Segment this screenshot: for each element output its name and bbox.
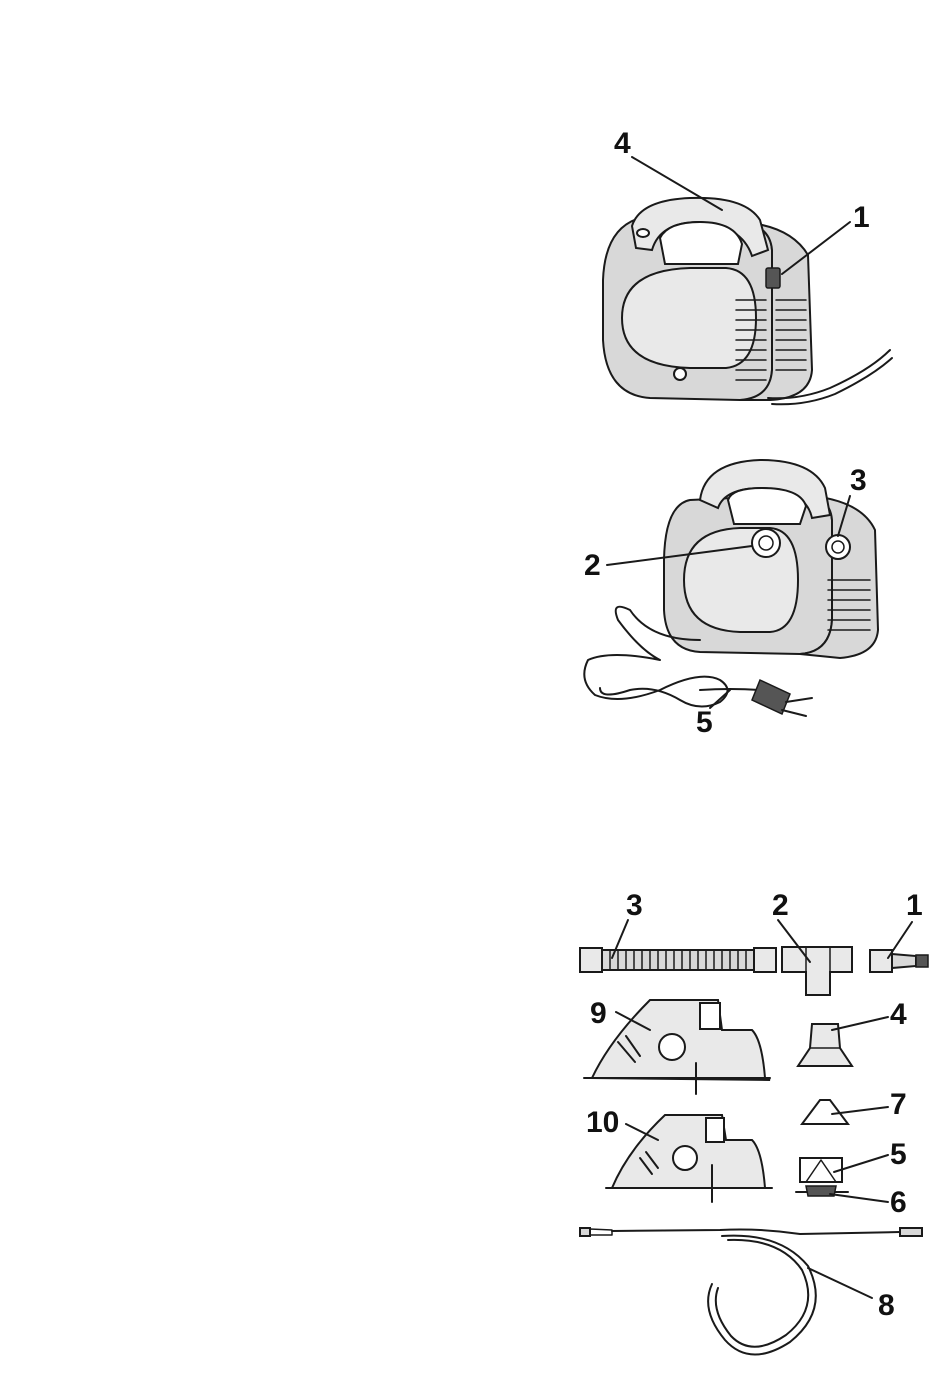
callout-air-tubing: 8 <box>878 1289 895 1322</box>
air-tubing <box>580 1228 922 1355</box>
mouthpiece <box>870 950 928 972</box>
accessories-figure: 3 2 1 9 4 10 7 5 6 8 <box>580 889 928 1355</box>
nebulizer-cup <box>798 1024 852 1066</box>
callout-handle: 4 <box>614 127 631 160</box>
filter-cover <box>826 535 850 559</box>
callout-mouthpiece: 1 <box>906 889 923 922</box>
callout-nebulizer-cup: 4 <box>890 998 907 1031</box>
callout-nebulizer-insert: 5 <box>890 1138 907 1171</box>
compressor-front-view: 2 3 5 <box>584 460 878 739</box>
callout-air-outlet: 2 <box>584 549 601 582</box>
callout-power-switch: 1 <box>853 201 870 234</box>
nebulizer-insert <box>800 1158 842 1182</box>
callout-nebulizer-base: 6 <box>890 1186 907 1219</box>
callout-filter: 3 <box>850 464 867 497</box>
callout-corrugated-tube: 3 <box>626 889 643 922</box>
foot-screw <box>674 368 686 380</box>
corrugated-tube <box>580 948 776 972</box>
power-switch <box>766 268 780 288</box>
callout-baffle-cap: 7 <box>890 1088 907 1121</box>
air-outlet <box>752 529 780 557</box>
callout-t-piece: 2 <box>772 889 789 922</box>
compressor-rear-view: 4 1 <box>603 127 892 404</box>
power-plug <box>752 680 790 714</box>
side-panel-oval <box>622 268 756 368</box>
callout-child-mask: 10 <box>586 1106 619 1139</box>
vent-hole <box>637 229 649 237</box>
front-handle-opening <box>728 488 806 524</box>
t-piece <box>782 947 852 995</box>
callout-power-cord: 5 <box>696 706 713 739</box>
handle-opening <box>660 222 742 264</box>
callout-adult-mask: 9 <box>590 997 607 1030</box>
